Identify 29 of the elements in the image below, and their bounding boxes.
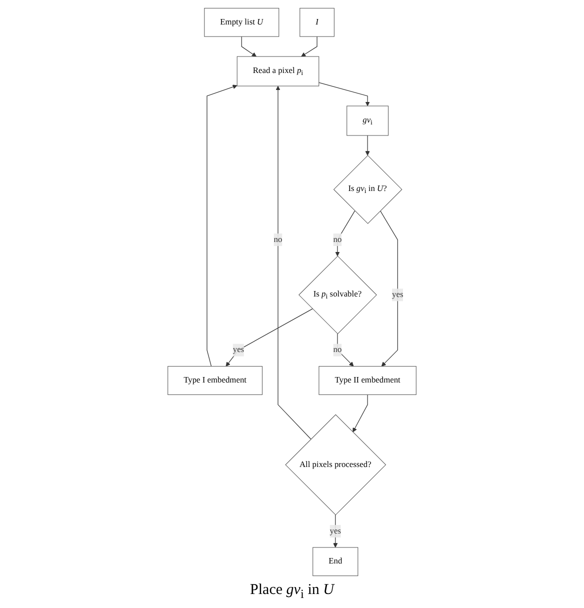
node-box — [236, 56, 320, 86]
edge-label: no — [333, 345, 342, 354]
arrow — [335, 210, 356, 256]
arrow — [365, 135, 370, 156]
node-box — [346, 106, 389, 136]
node-box — [204, 8, 280, 37]
arrow — [206, 84, 238, 367]
node-box — [312, 547, 358, 576]
edge-label: no — [333, 235, 342, 244]
arrow — [301, 36, 318, 57]
arrow — [352, 394, 368, 432]
arrow — [318, 82, 370, 106]
arrow — [380, 210, 398, 367]
edge-label: yes — [232, 345, 244, 354]
arrow — [226, 308, 313, 367]
arrow — [276, 86, 312, 440]
node-diamond — [333, 155, 402, 224]
arrow — [241, 36, 257, 57]
edge-label: no — [274, 235, 282, 244]
note: Place gv$_{i}$ in U — [250, 582, 334, 598]
arrow — [337, 333, 354, 367]
edge-label: yes — [330, 526, 341, 536]
node-box — [168, 366, 262, 395]
node-box — [318, 366, 416, 395]
node-box — [300, 8, 334, 37]
node-diamond — [285, 414, 386, 516]
node-diamond — [298, 256, 377, 334]
flowchart: no yes yes no yes no Empty list U I Read a pixel p$_{i}$ gv$_{i}$ Is gv$_{i}$ in U? Is p$_{i}$ solvable? Type I embedment Type II embedment All pixels processed? End — [4, 4, 580, 580]
edge-label: yes — [392, 290, 404, 300]
